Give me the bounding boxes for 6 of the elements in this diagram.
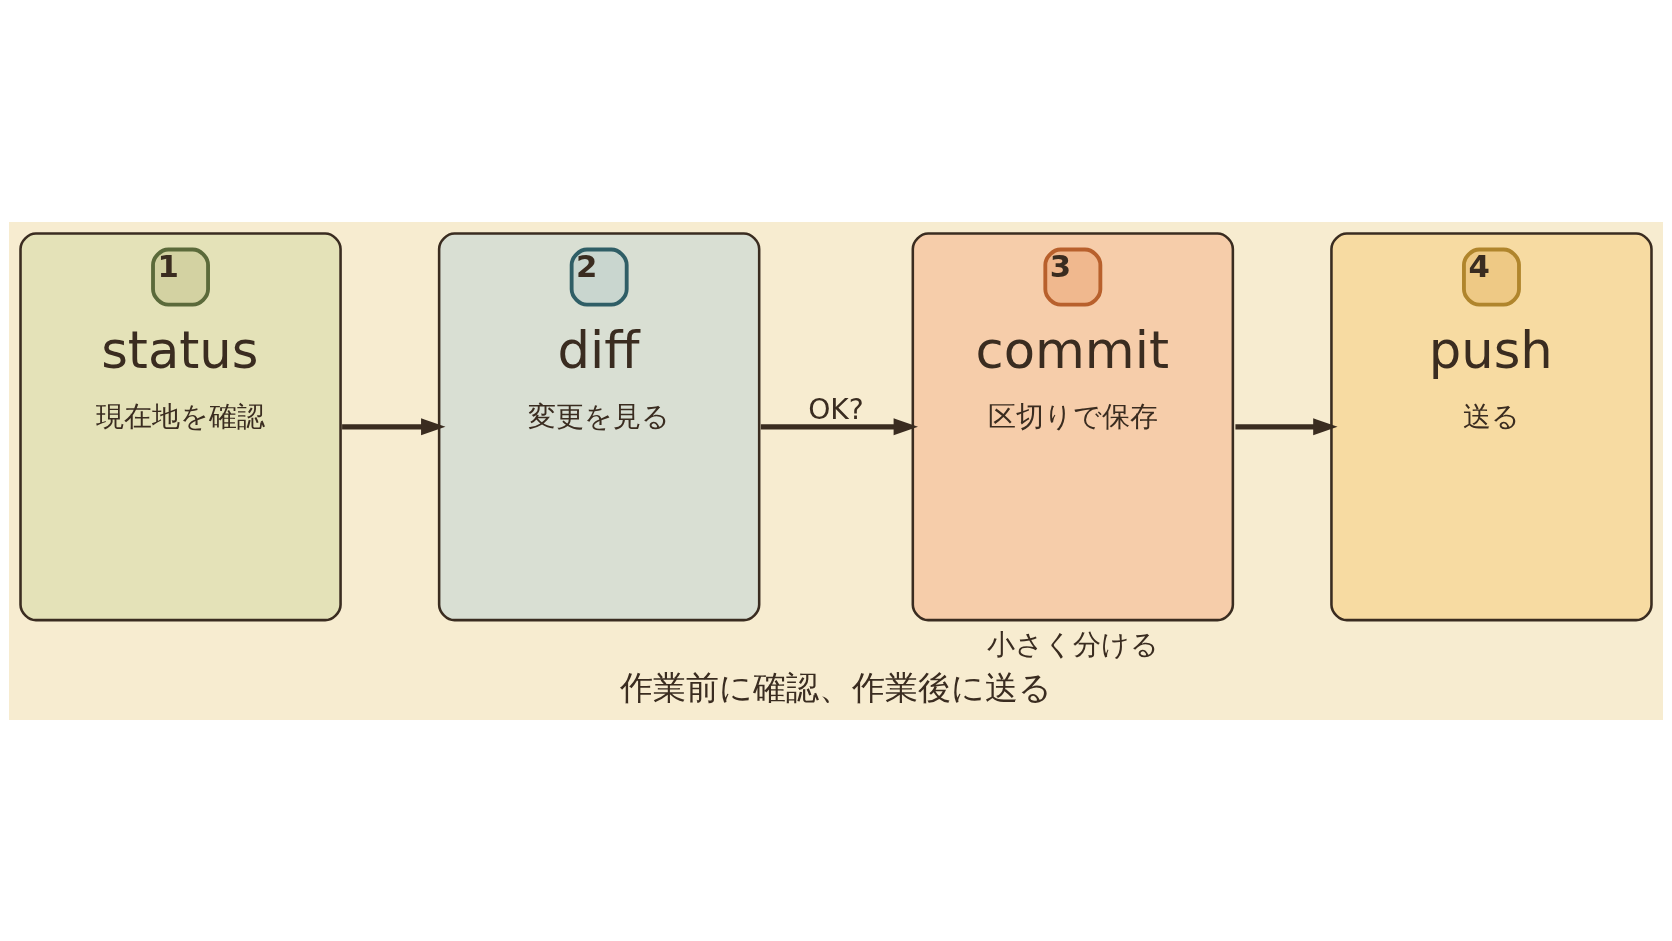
node-label: 小さく分ける — [987, 627, 1160, 661]
arrow — [760, 417, 918, 435]
arrow — [342, 417, 446, 435]
edge-label: OK? — [808, 392, 864, 426]
arrow — [1235, 417, 1338, 435]
caption: 作業前に確認、作業後に送る — [620, 667, 1052, 707]
